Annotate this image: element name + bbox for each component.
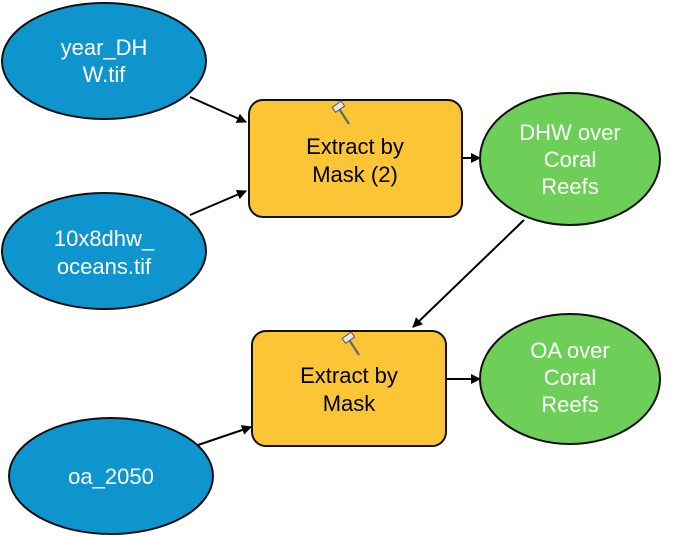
- output-oa-line-2: Coral: [544, 365, 597, 390]
- input-oa-2050-label: oa_2050: [68, 464, 154, 489]
- input-dhw-oceans-line-2: oceans.tif: [57, 254, 152, 279]
- connector-dhw-oceans-to-extract-mask-2: [189, 189, 247, 216]
- input-oa-2050[interactable]: oa_2050: [8, 417, 214, 535]
- input-dhw-oceans-line-1: 10x8dhw_: [54, 226, 155, 251]
- svg-text:DHW over: DHW over: [519, 120, 620, 145]
- connectors: [189, 96, 525, 446]
- tool-extract-by-mask-2-line-1: Extract by: [306, 134, 404, 159]
- svg-text:OA over: OA over: [530, 338, 609, 363]
- svg-text:Extract by: Extract by: [306, 134, 404, 159]
- svg-text:Reefs: Reefs: [541, 392, 598, 417]
- input-year-dhw-line-2: W.tif: [83, 62, 127, 87]
- svg-text:oa_2050: oa_2050: [68, 464, 154, 489]
- output-dhw-line-2: Coral: [544, 147, 597, 172]
- hammer-icon: [331, 100, 350, 125]
- output-dhw-line-1: DHW over: [519, 120, 620, 145]
- svg-text:year_DH: year_DH: [61, 35, 148, 60]
- svg-text:Coral: Coral: [544, 365, 597, 390]
- output-dhw-over-coral-reefs[interactable]: DHW over Coral Reefs: [479, 92, 661, 226]
- svg-text:W.tif: W.tif: [83, 62, 127, 87]
- input-dhw-oceans[interactable]: 10x8dhw_ oceans.tif: [1, 192, 207, 310]
- svg-text:Mask (2): Mask (2): [312, 162, 398, 187]
- svg-text:Extract by: Extract by: [300, 363, 398, 388]
- tool-extract-by-mask-2-line-2: Mask (2): [312, 162, 398, 187]
- tool-extract-by-mask-line-1: Extract by: [300, 363, 398, 388]
- output-oa-line-1: OA over: [530, 338, 609, 363]
- tool-extract-by-mask[interactable]: Extract by Mask: [251, 330, 447, 447]
- connector-year-dhw-to-extract-mask-2: [189, 96, 247, 123]
- input-year-dhw[interactable]: year_DH W.tif: [1, 2, 207, 120]
- output-oa-over-coral-reefs[interactable]: OA over Coral Reefs: [479, 313, 661, 445]
- svg-text:Mask: Mask: [323, 391, 377, 416]
- svg-text:Reefs: Reefs: [541, 174, 598, 199]
- tool-extract-by-mask-2[interactable]: Extract by Mask (2): [248, 99, 463, 218]
- connector-dhw-reefs-to-extract-mask: [412, 219, 525, 328]
- hammer-icon: [341, 331, 360, 356]
- svg-text:Coral: Coral: [544, 147, 597, 172]
- tool-extract-by-mask-line-2: Mask: [323, 391, 377, 416]
- svg-text:oceans.tif: oceans.tif: [57, 254, 152, 279]
- output-oa-line-3: Reefs: [541, 392, 598, 417]
- connector-oa-2050-to-extract-mask: [197, 425, 252, 446]
- output-dhw-line-3: Reefs: [541, 174, 598, 199]
- input-year-dhw-line-1: year_DH: [61, 35, 148, 60]
- svg-text:10x8dhw_: 10x8dhw_: [54, 226, 155, 251]
